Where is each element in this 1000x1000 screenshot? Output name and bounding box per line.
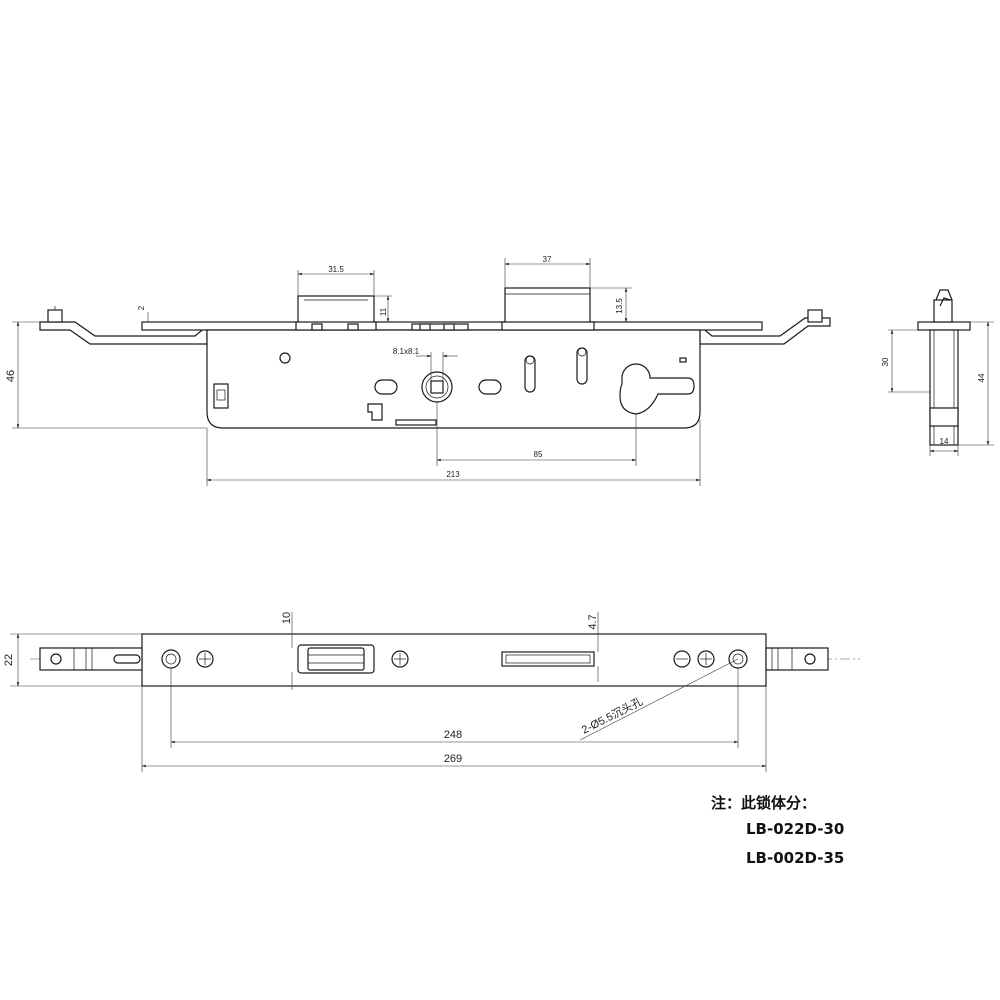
dim-46: 46 bbox=[5, 370, 17, 382]
dim-30: 30 bbox=[881, 357, 890, 366]
screw-4 bbox=[697, 650, 715, 668]
dim-85: 85 bbox=[534, 450, 543, 459]
dim-13-5: 13.5 bbox=[615, 298, 624, 314]
dim-10: 10 bbox=[281, 612, 293, 624]
dim-213: 213 bbox=[446, 470, 460, 479]
spindle-square bbox=[430, 380, 444, 394]
note-model-2: LB-002D-35 bbox=[746, 849, 845, 867]
right-rod bbox=[765, 647, 829, 671]
lever-block bbox=[213, 383, 229, 409]
dim-37: 37 bbox=[543, 255, 552, 264]
left-rod bbox=[39, 647, 143, 671]
faceplate-plan-view: 10 4.7 22 2-Ø5.5沉头孔 248 269 bbox=[3, 612, 860, 772]
lock-case bbox=[206, 329, 701, 429]
note-title: 注：此锁体分： bbox=[711, 794, 817, 812]
screw-1 bbox=[196, 650, 214, 668]
cylinder-cutout bbox=[619, 363, 695, 415]
dim-2: 2 bbox=[137, 305, 146, 310]
left-tab bbox=[47, 309, 63, 323]
side-faceplate bbox=[917, 321, 971, 331]
dim-11: 11 bbox=[379, 307, 388, 316]
case-hole-small bbox=[279, 352, 291, 364]
dim-31-5: 31.5 bbox=[328, 265, 344, 274]
dim-14: 14 bbox=[940, 437, 949, 446]
small-bracket bbox=[367, 403, 383, 421]
oval-hole-right bbox=[478, 379, 502, 395]
side-view: 30 44 14 bbox=[881, 289, 994, 456]
dim-248: 248 bbox=[444, 729, 462, 741]
hole-note: 2-Ø5.5沉头孔 bbox=[579, 695, 644, 737]
latch-opening bbox=[297, 644, 375, 674]
dim-8-1x8-1: 8.1x8.1 bbox=[393, 347, 420, 356]
note-model-1: LB-022D-30 bbox=[746, 820, 845, 838]
screw-2 bbox=[391, 650, 409, 668]
dim-44: 44 bbox=[977, 373, 986, 382]
faceplate-strip bbox=[39, 317, 831, 345]
dim-4-7: 4.7 bbox=[587, 614, 599, 629]
latch-bolt bbox=[297, 295, 375, 327]
oval-hole-left bbox=[374, 379, 398, 395]
front-view: 31.5 11 2 37 13.5 46 8.1x8.1 85 bbox=[5, 255, 831, 486]
screw-3 bbox=[673, 650, 691, 668]
dim-269: 269 bbox=[444, 753, 462, 765]
deadbolt-opening bbox=[501, 651, 595, 667]
dim-22: 22 bbox=[3, 654, 15, 666]
right-tab bbox=[807, 309, 823, 323]
faceplate bbox=[141, 633, 767, 687]
